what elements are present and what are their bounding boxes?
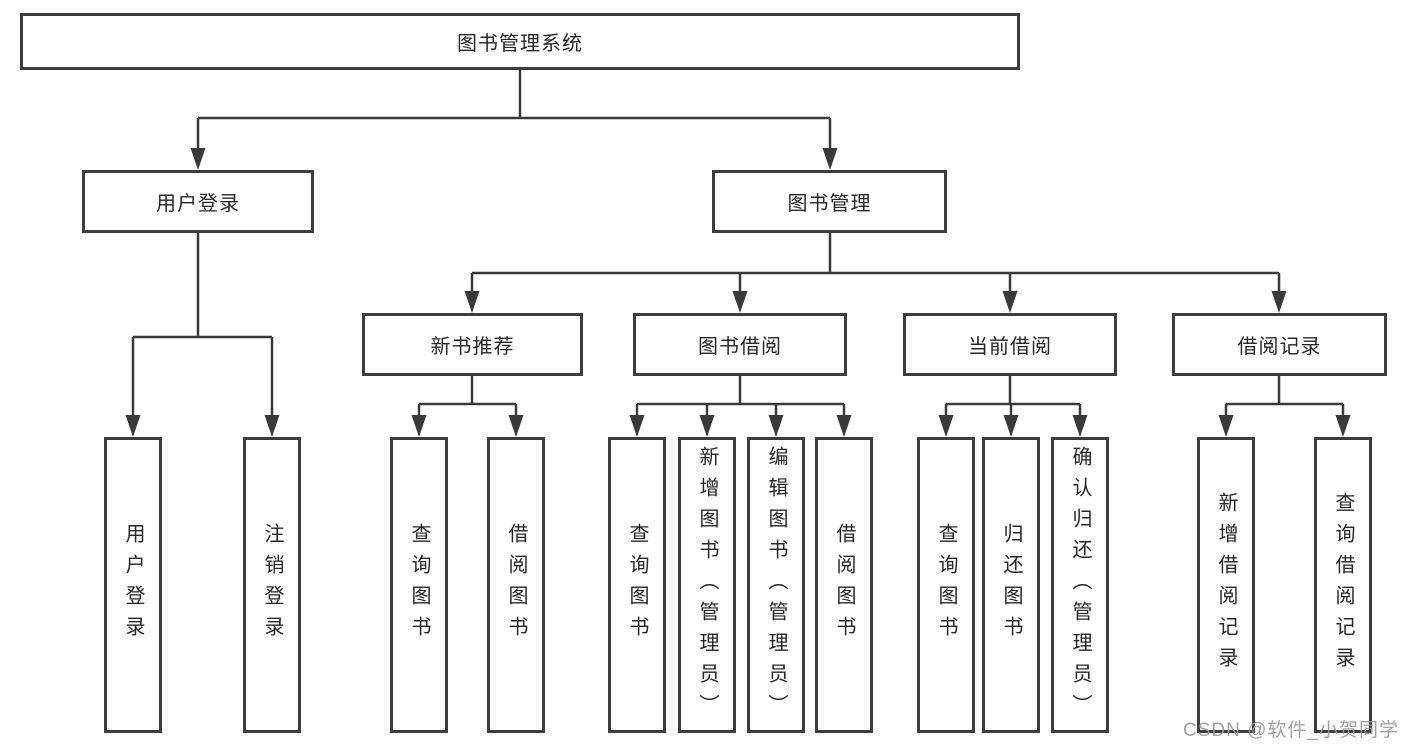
node-user-login: 用户登录 <box>82 170 314 233</box>
leaf-query-books-current: 查询图书 <box>917 437 975 733</box>
leaf-query-books-current-label: 查询图书 <box>935 523 957 647</box>
leaf-confirm-return-admin: 确认归还（管理员） <box>1051 437 1109 733</box>
node-current-borrow: 当前借阅 <box>903 313 1117 376</box>
leaf-logout-login: 注销登录 <box>243 437 301 733</box>
leaf-query-books-borrow-label: 查询图书 <box>626 523 648 647</box>
leaf-query-books-borrow: 查询图书 <box>608 437 666 733</box>
leaf-add-book-admin-label: 新增图书（管理员） <box>696 445 718 725</box>
node-borrow-records: 借阅记录 <box>1172 313 1387 376</box>
leaf-edit-book-admin-label: 编辑图书（管理员） <box>765 445 787 725</box>
leaf-confirm-return-admin-label: 确认归还（管理员） <box>1069 445 1091 725</box>
leaf-return-book-label: 归还图书 <box>1000 523 1022 647</box>
node-book-management: 图书管理 <box>712 170 947 233</box>
csdn-watermark: CSDN @软件_小贺同学 <box>1183 720 1399 741</box>
leaf-query-books-recommend-label: 查询图书 <box>408 523 430 647</box>
leaf-borrow-books-recommend-label: 借阅图书 <box>505 523 527 647</box>
leaf-user-login-label: 用户登录 <box>122 523 144 647</box>
leaf-logout-login-label: 注销登录 <box>261 523 283 647</box>
arrowheads <box>125 148 1351 437</box>
leaf-borrow-books-label: 借阅图书 <box>833 523 855 647</box>
node-new-book-recommend: 新书推荐 <box>362 313 583 376</box>
leaf-user-login: 用户登录 <box>104 437 162 733</box>
node-root-system: 图书管理系统 <box>20 13 1020 70</box>
node-book-borrow: 图书借阅 <box>633 313 847 376</box>
leaf-add-borrow-record-label: 新增借阅记录 <box>1215 492 1237 678</box>
leaf-borrow-books: 借阅图书 <box>815 437 873 733</box>
leaf-edit-book-admin: 编辑图书（管理员） <box>747 437 805 733</box>
leaf-add-book-admin: 新增图书（管理员） <box>678 437 736 733</box>
leaf-return-book: 归还图书 <box>982 437 1040 733</box>
leaf-borrow-books-recommend: 借阅图书 <box>487 437 545 733</box>
leaf-query-books-recommend: 查询图书 <box>390 437 448 733</box>
leaf-query-borrow-record-label: 查询借阅记录 <box>1332 492 1354 678</box>
leaf-add-borrow-record: 新增借阅记录 <box>1197 437 1255 733</box>
leaf-query-borrow-record: 查询借阅记录 <box>1314 437 1372 733</box>
